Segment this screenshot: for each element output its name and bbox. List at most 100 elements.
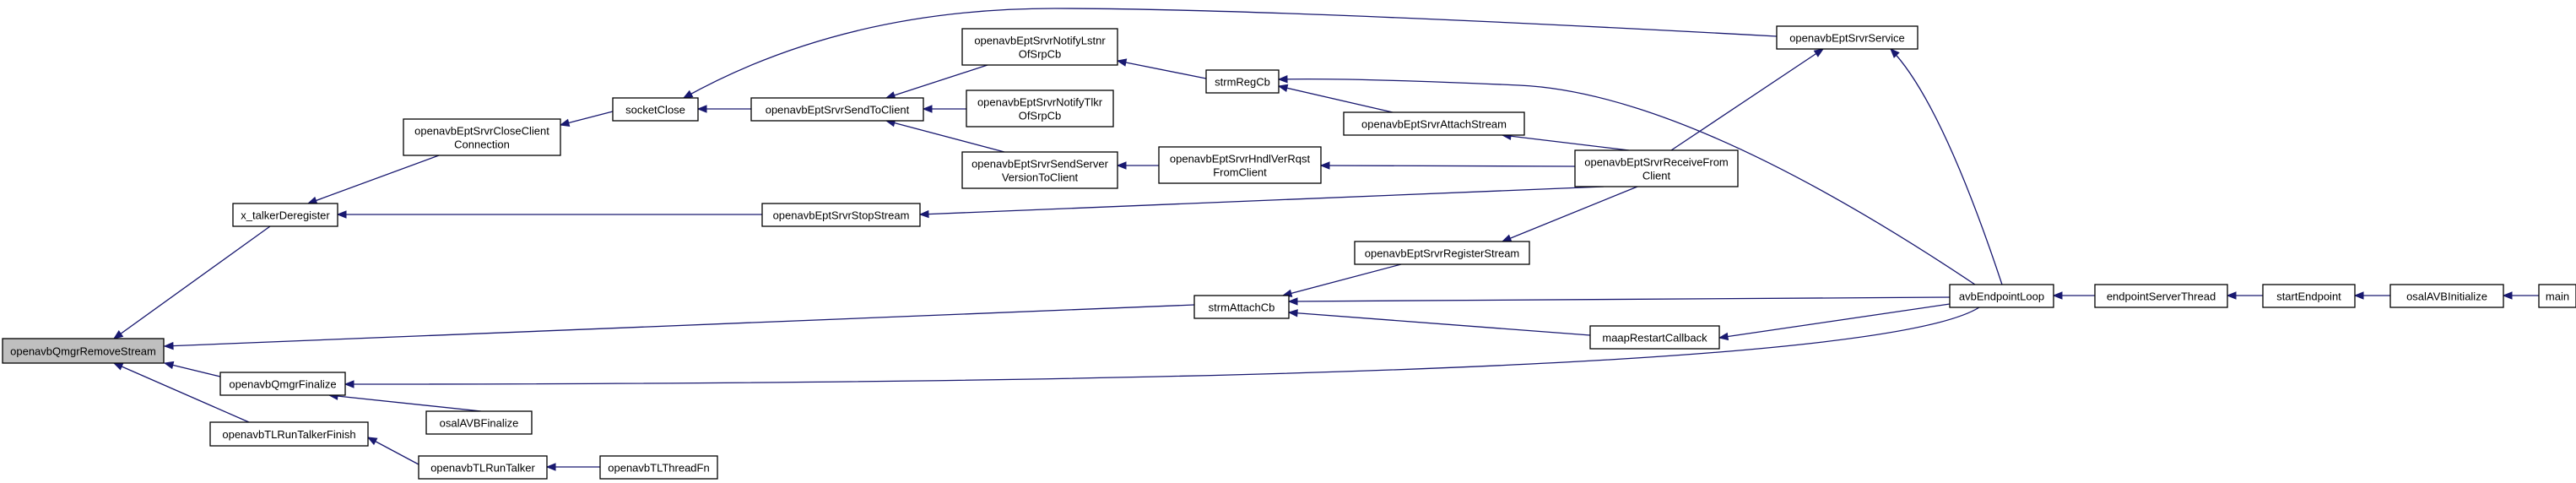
node-label: strmAttachCb (1209, 301, 1275, 314)
node-box (761, 203, 921, 227)
node-sendToClient[interactable]: openavbEptSrvrSendToClient (750, 97, 924, 122)
node-box (1158, 146, 1322, 184)
node-avbEndpointLoop[interactable]: avbEndpointLoop (1949, 284, 2054, 308)
node-qmgrFinalize[interactable]: openavbQmgrFinalize (219, 372, 346, 396)
node-label: openavbTLRunTalker (430, 462, 535, 475)
node-box (750, 97, 924, 122)
node-box (2094, 284, 2228, 308)
node-label: openavbEptSrvrService (1789, 32, 1905, 45)
arrowhead-stopStream (918, 209, 929, 219)
node-box (1776, 25, 1918, 50)
node-label: startEndpoint (2276, 290, 2341, 303)
node-label: socketClose (625, 104, 685, 117)
node-label: OfSrpCb (1019, 48, 1062, 61)
arrowhead-hndlVerRqst (1319, 161, 1330, 170)
node-box (2262, 284, 2356, 308)
node-attachStream[interactable]: openavbEptSrvrAttachStream (1343, 111, 1525, 136)
edge-attachStream-to-strmRegCb (1278, 85, 1394, 113)
node-talkerDereg[interactable]: x_talkerDeregister (232, 203, 338, 227)
node-tlRunTalker[interactable]: openavbTLRunTalker (418, 455, 548, 480)
arrowhead-talkerDereg (306, 196, 318, 204)
node-label: openavbQmgrRemoveStream (10, 345, 156, 358)
arrowhead-socketClose (696, 105, 707, 113)
node-tlThreadFn[interactable]: openavbTLThreadFn (599, 455, 718, 480)
edge-receiveFromClient-to-eptSrvrService (1670, 48, 1824, 151)
node-box (1574, 149, 1739, 187)
node-label: OfSrpCb (1019, 110, 1062, 122)
node-label: main (2546, 290, 2569, 303)
node-label: openavbEptSrvrReceiveFrom (1584, 156, 1729, 169)
node-root[interactable]: openavbQmgrRemoveStream (2, 338, 165, 364)
arrowhead-talkerDereg (336, 210, 347, 219)
node-label: openavbEptSrvrAttachStream (1361, 118, 1507, 131)
arrowhead-tlRunTalker (545, 463, 556, 471)
arrowhead-eptSrvrService (1813, 48, 1825, 57)
node-box (1343, 111, 1525, 136)
edge-avbEndpointLoop-to-strmRegCb (1278, 78, 1976, 285)
node-stopStream[interactable]: openavbEptSrvrStopStream (761, 203, 921, 227)
node-maapRestart[interactable]: maapRestartCallback (1589, 325, 1720, 350)
arrowhead-strmAttachCb (1287, 309, 1298, 317)
node-box (1354, 241, 1530, 265)
node-label: openavbEptSrvrHndlVerRqst (1170, 153, 1311, 166)
node-strmRegCb[interactable]: strmRegCb (1205, 69, 1280, 94)
edge-receiveFromClient-to-attachStream (1502, 134, 1630, 151)
edge-talkerDereg-to-root (113, 225, 271, 339)
node-label: strmRegCb (1215, 76, 1270, 89)
node-label: openavbEptSrvrSendToClient (766, 104, 910, 117)
node-main[interactable]: main (2538, 284, 2576, 308)
arrowhead-qmgrFinalize (344, 380, 354, 388)
edge-avbEndpointLoop-to-maapRestart (1718, 303, 1951, 339)
node-registerStream[interactable]: openavbEptSrvrRegisterStream (1354, 241, 1530, 265)
arrowhead-maapRestart (1718, 332, 1729, 341)
edge-strmAttachCb-to-root (164, 304, 1195, 347)
edge-receiveFromClient-to-registerStream (1502, 186, 1638, 242)
node-osalAVBFinalize[interactable]: osalAVBFinalize (425, 410, 533, 435)
arrowhead-eptSrvrService (1890, 48, 1900, 58)
node-box (1589, 325, 1720, 350)
node-socketClose[interactable]: socketClose (612, 97, 699, 122)
arrowhead-notifyLstnr (1116, 58, 1128, 67)
node-box (961, 151, 1118, 189)
node-label: maapRestartCallback (1602, 332, 1707, 345)
node-tlRunTalkerFinish[interactable]: openavbTLRunTalkerFinish (209, 421, 369, 447)
node-box (1205, 69, 1280, 94)
node-box (599, 455, 718, 480)
node-label: openavbEptSrvrCloseClient (414, 125, 549, 138)
arrowhead-root (112, 362, 124, 371)
node-label: Client (1642, 170, 1671, 182)
node-strmAttachCb[interactable]: strmAttachCb (1193, 295, 1290, 319)
node-box (2538, 284, 2576, 308)
nodes: openavbQmgrRemoveStream x_talkerDeregiste… (2, 25, 2576, 480)
arrowhead-sendToClient (922, 105, 933, 113)
node-osalAVBInitialize[interactable]: osalAVBInitialize (2389, 284, 2504, 308)
edge-maapRestart-to-strmAttachCb (1288, 312, 1591, 336)
node-startEndpoint[interactable]: startEndpoint (2262, 284, 2356, 308)
node-box (961, 28, 1118, 66)
edge-qmgrFinalize-to-root (164, 362, 221, 377)
node-label: x_talkerDeregister (241, 209, 330, 222)
arrowhead-strmRegCb (1277, 84, 1289, 92)
edge-notifyLstnr-to-sendToClient (885, 64, 988, 99)
arrowhead-tlRunTalkerFinish (366, 437, 378, 446)
node-eptSrvrService[interactable]: openavbEptSrvrService (1776, 25, 1918, 50)
arrowhead-strmAttachCb (1287, 297, 1298, 306)
node-endpointServerThread[interactable]: endpointServerThread (2094, 284, 2228, 308)
arrowhead-root (163, 361, 175, 370)
arrowhead-root (112, 330, 124, 339)
node-label: osalAVBInitialize (2406, 290, 2487, 303)
arrowhead-closeClientConn (559, 118, 571, 127)
edge-registerStream-to-strmAttachCb (1282, 263, 1402, 296)
edge-sendServerVer-to-sendToClient (885, 120, 1005, 153)
arrowhead-avbEndpointLoop (2052, 291, 2063, 300)
node-label: openavbQmgrFinalize (229, 378, 336, 391)
node-box (403, 118, 561, 156)
arrowhead-registerStream (1501, 234, 1513, 242)
